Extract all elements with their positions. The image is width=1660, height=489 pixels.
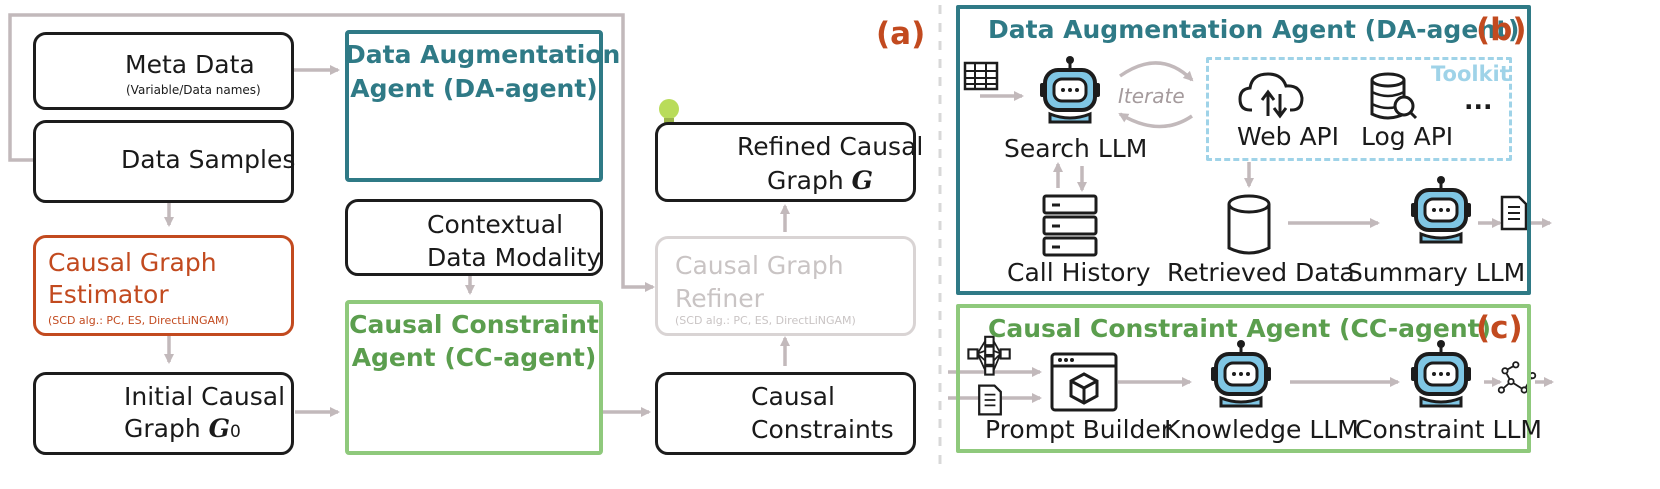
toolkit-ellipsis: ...	[1464, 86, 1493, 115]
prompt-builder-label: Prompt Builder	[985, 415, 1172, 444]
data-samples-box	[33, 120, 294, 203]
database-icon	[1227, 194, 1271, 255]
cc-agent-box	[345, 300, 603, 455]
server-icon	[1042, 194, 1098, 257]
constraints-box	[655, 372, 916, 455]
call-history-label: Call History	[1007, 258, 1151, 287]
da-agent-line2: Agent (DA-agent)	[350, 74, 598, 103]
lightbulb-icon	[659, 99, 679, 124]
causal-graph-estimator-box	[33, 235, 294, 336]
log-api-label: Log API	[1361, 122, 1454, 151]
meta-data-subtitle: (Variable/Data names)	[126, 83, 261, 97]
refiner-line1: Causal Graph	[675, 251, 844, 280]
panel-a-label: (a)	[876, 16, 926, 52]
initial-graph-line1: Initial Causal	[124, 382, 286, 411]
da-agent-line1: Data Augmentation	[345, 40, 621, 69]
cc-agent-line1: Causal Constraint	[349, 310, 599, 339]
toolkit-label: Toolkit	[1431, 62, 1510, 86]
refiner-subtitle: (SCD alg.: PC, ES, DirectLiNGAM)	[675, 314, 856, 327]
summary-llm-label: Summary LLM	[1347, 258, 1526, 287]
panel-b-label: (b)	[1476, 12, 1527, 48]
panel-b-box	[956, 5, 1531, 295]
connectors-b	[980, 61, 1552, 228]
prompt-builder-icon	[1050, 352, 1118, 412]
constraints-line1: Causal	[751, 382, 835, 411]
refined-graph-line2: Graph G	[767, 166, 873, 195]
data-samples-title: Data Samples	[121, 145, 296, 174]
toolkit-box	[1206, 57, 1512, 161]
da-agent-box	[345, 30, 603, 182]
estimator-line2: Estimator	[48, 280, 169, 309]
panel-c-label: (c)	[1476, 310, 1523, 346]
refined-graph-box	[655, 122, 916, 202]
panel-c-title: Causal Constraint Agent (CC-agent)	[988, 314, 1492, 343]
meta-data-box	[33, 32, 294, 110]
contextual-box	[345, 199, 603, 276]
panel-c-box	[956, 304, 1531, 453]
knowledge-llm-label: Knowledge LLM	[1164, 415, 1359, 444]
initial-graph-line2-text: Graph	[124, 414, 201, 443]
connectors-a	[8, 13, 790, 417]
constraint-llm-label: Constraint LLM	[1355, 415, 1542, 444]
cc-agent-line2: Agent (CC-agent)	[351, 343, 597, 372]
initial-graph-line2: Graph G0	[124, 414, 241, 443]
retrieved-data-label: Retrieved Data	[1167, 258, 1355, 287]
constraints-line2: Constraints	[751, 415, 894, 444]
refined-graph-line2-text: Graph	[767, 166, 844, 195]
contextual-line2: Data Modality	[427, 243, 602, 272]
refiner-line2: Refiner	[675, 284, 764, 313]
initial-graph-box	[33, 372, 294, 455]
contextual-line1: Contextual	[427, 210, 564, 239]
web-api-label: Web API	[1237, 122, 1340, 151]
refined-graph-line1: Refined Causal	[737, 132, 924, 161]
output-constraints-icon	[1497, 361, 1537, 394]
meta-data-title: Meta Data	[125, 50, 255, 79]
estimator-line1: Causal Graph	[48, 248, 217, 277]
search-llm-label: Search LLM	[1004, 134, 1148, 163]
iterate-label: Iterate	[1118, 84, 1185, 108]
refiner-box	[655, 236, 916, 336]
log-db-icon	[1370, 72, 1418, 120]
cloud-icon	[1238, 72, 1304, 119]
estimator-subtitle: (SCD alg.: PC, ES, DirectLiNGAM)	[48, 314, 229, 327]
panel-b-title: Data Augmentation Agent (DA-agent)	[988, 15, 1520, 44]
